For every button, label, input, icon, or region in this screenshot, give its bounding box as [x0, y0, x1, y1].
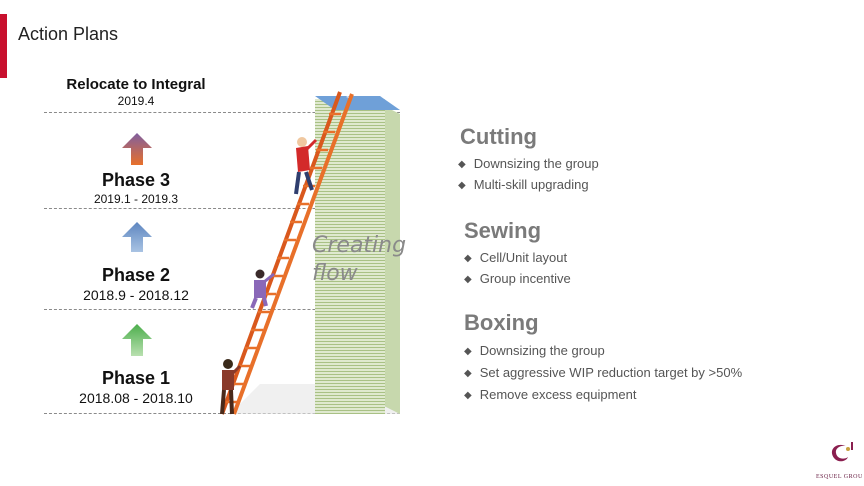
caption-line-1: Creating: [312, 233, 407, 258]
diamond-bullet-icon: ◆: [458, 180, 466, 191]
logo-text: ESQUEL GROUP: [816, 474, 862, 480]
page-title: Action Plans: [18, 24, 119, 44]
diamond-bullet-icon: ◆: [464, 368, 472, 379]
milestone-title: Phase 2: [101, 265, 171, 285]
bullet-item: ◆ Downsizing the group: [458, 156, 599, 171]
milestone-title: Phase 1: [101, 368, 171, 388]
bullet-item: ◆ Downsizing the group: [464, 343, 742, 358]
section-boxing: Boxing ◆ Downsizing the group ◆ Set aggres…: [464, 310, 742, 402]
arrow-up-icon-phase-2: [122, 222, 152, 252]
bullet-text: Group incentive: [479, 271, 571, 286]
bullet-text: Cell/Unit layout: [479, 250, 568, 265]
milestone-title: Relocate to Integral: [66, 76, 206, 93]
milestone-date: 2019.1 - 2019.3: [93, 192, 179, 206]
climber-bottom: [220, 359, 242, 415]
milestone-phase-3: Phase 3 2019.1 - 2019.3: [36, 170, 236, 206]
section-title: Sewing: [464, 218, 542, 243]
bullet-item: ◆ Cell/Unit layout: [464, 250, 571, 265]
milestone-phase-1: Phase 1 2018.08 - 2018.10: [36, 368, 236, 406]
bullet-item: ◆ Multi-skill upgrading: [458, 177, 599, 192]
section-sewing: Sewing ◆ Cell/Unit layout ◆ Group incentiv…: [464, 218, 571, 286]
diamond-bullet-icon: ◆: [464, 346, 472, 357]
section-title: Boxing: [464, 310, 539, 335]
bullet-text: Set aggressive WIP reduction target by >…: [479, 365, 743, 380]
bullet-text: Multi-skill upgrading: [473, 177, 589, 192]
milestone-relocate: Relocate to Integral 2019.4: [36, 76, 236, 108]
diamond-bullet-icon: ◆: [464, 253, 472, 264]
bullet-text: Remove excess equipment: [479, 387, 637, 402]
esquel-logo-icon: [831, 442, 853, 462]
milestone-date: 2018.9 - 2018.12: [83, 287, 189, 303]
bullet-text: Downsizing the group: [479, 343, 605, 358]
divider-line: [44, 208, 400, 209]
section-cutting: Cutting ◆ Downsizing the group ◆ Multi-ski…: [458, 124, 599, 192]
diamond-bullet-icon: ◆: [464, 274, 472, 285]
milestone-title: Phase 3: [101, 170, 171, 190]
milestone-date: 2019.4: [117, 94, 155, 108]
caption-line-2: flow: [312, 261, 358, 286]
creating-flow-caption: Creating flow: [312, 232, 406, 288]
bullet-item: ◆ Group incentive: [464, 271, 571, 286]
divider-line: [44, 309, 400, 310]
arrow-up-icon-phase-1: [122, 324, 152, 356]
arrow-up-icon-phase-3: [122, 133, 152, 165]
section-title: Cutting: [460, 124, 537, 149]
bullet-item: ◆ Set aggressive WIP reduction target by …: [464, 365, 742, 380]
milestone-phase-2: Phase 2 2018.9 - 2018.12: [36, 265, 236, 303]
bullet-item: ◆ Remove excess equipment: [464, 387, 742, 402]
bullet-text: Downsizing the group: [473, 156, 599, 171]
diamond-bullet-icon: ◆: [464, 390, 472, 401]
divider-line: [44, 112, 400, 113]
climber-middle: [250, 269, 275, 309]
climber-top: [294, 137, 318, 195]
diamond-bullet-icon: ◆: [458, 159, 466, 170]
accent-bar: [0, 14, 7, 78]
ladder-stack-illustration: 精益求精: [220, 84, 400, 415]
milestone-date: 2018.08 - 2018.10: [79, 390, 193, 406]
